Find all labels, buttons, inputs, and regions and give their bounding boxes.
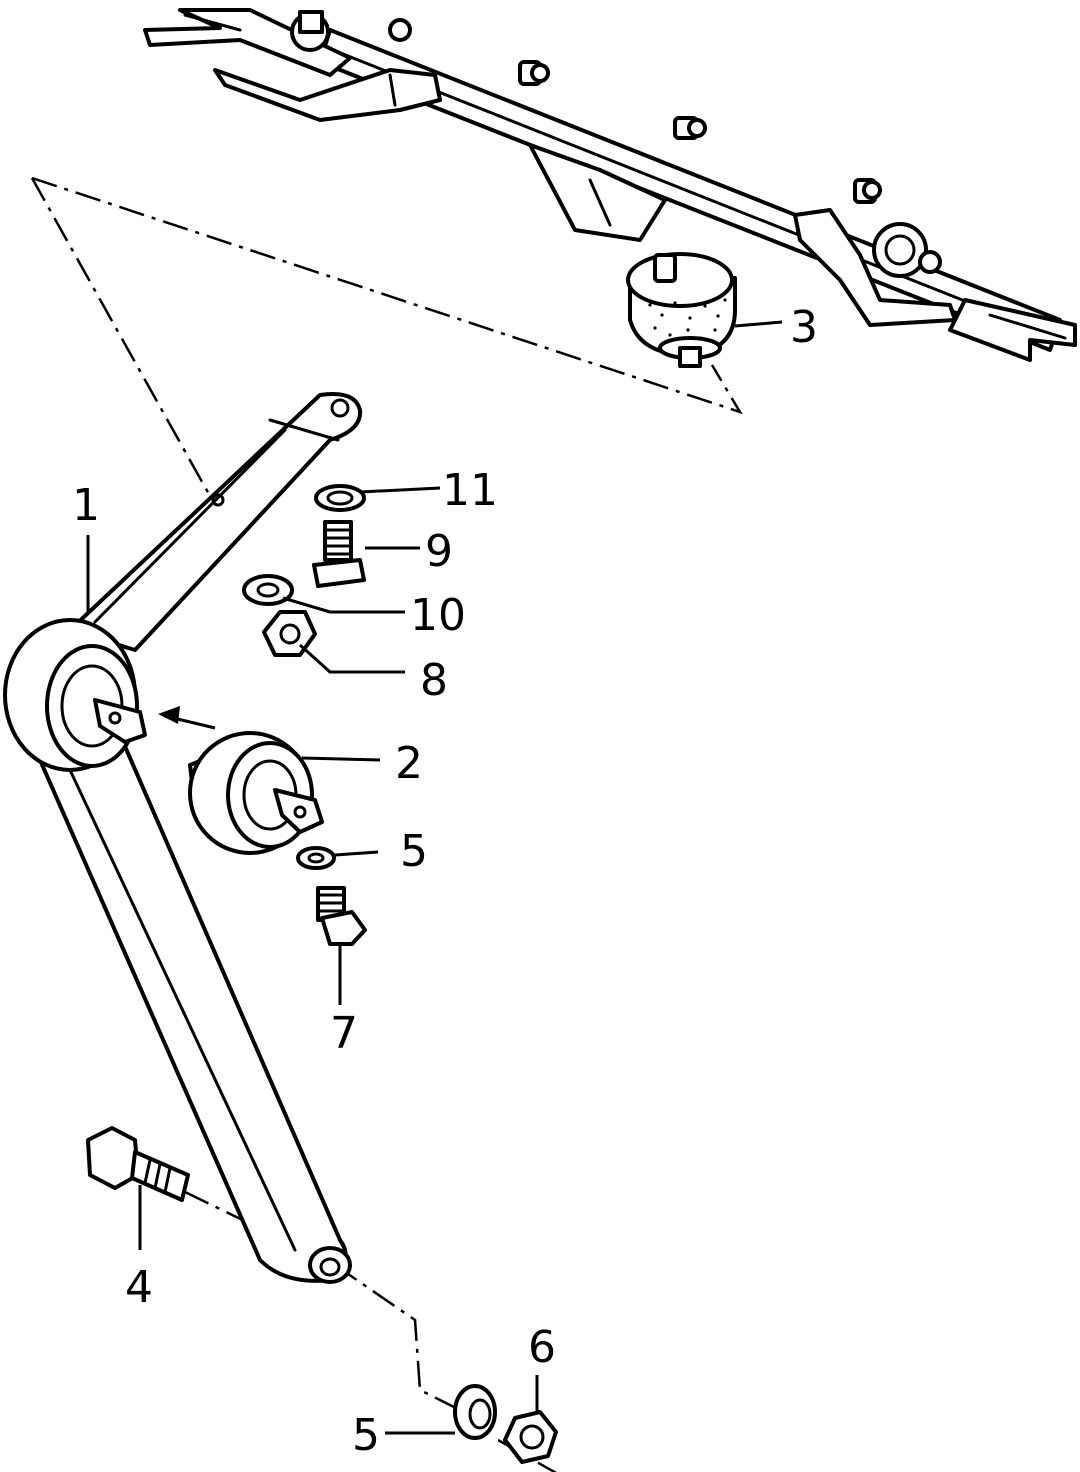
crossmember-rail — [143, 8, 1077, 362]
part-7-bolt — [316, 886, 367, 946]
callout-5-lower: 5 — [352, 1410, 380, 1461]
callout-4: 4 — [125, 1262, 153, 1313]
part-2-bushing — [188, 731, 324, 855]
callout-10: 10 — [410, 590, 466, 641]
fitting-right-1 — [853, 178, 882, 204]
callout-labels: 1 2 3 4 5 5 6 7 8 9 10 11 — [72, 302, 818, 1461]
callout-6: 6 — [528, 1322, 556, 1373]
insert-arrow — [158, 706, 216, 730]
callout-11: 11 — [442, 465, 498, 516]
part-4-bolt — [86, 1126, 190, 1202]
part-5-washer-lower — [453, 1384, 497, 1440]
part-10-washer — [242, 574, 294, 606]
callout-3: 3 — [790, 302, 818, 353]
fitting-mid-2 — [673, 116, 707, 140]
part-9-bolt — [312, 520, 366, 588]
leader-lines — [86, 320, 783, 1435]
callout-2: 2 — [395, 738, 423, 789]
part-5-washer-upper — [296, 846, 336, 870]
callout-1: 1 — [72, 480, 100, 531]
callout-7: 7 — [330, 1008, 358, 1059]
part-11-washer — [314, 484, 366, 512]
callout-9: 9 — [425, 526, 453, 577]
fitting-left — [290, 10, 412, 52]
callout-5-upper: 5 — [400, 826, 428, 877]
fitting-right-nut — [872, 222, 942, 278]
part-8-nut — [262, 610, 317, 657]
part-1-support-arm — [3, 392, 363, 1284]
part-3-rubber-mount — [626, 252, 737, 368]
part-6-nut — [503, 1410, 558, 1464]
callout-8: 8 — [420, 655, 448, 706]
fitting-mid-1 — [518, 60, 550, 86]
